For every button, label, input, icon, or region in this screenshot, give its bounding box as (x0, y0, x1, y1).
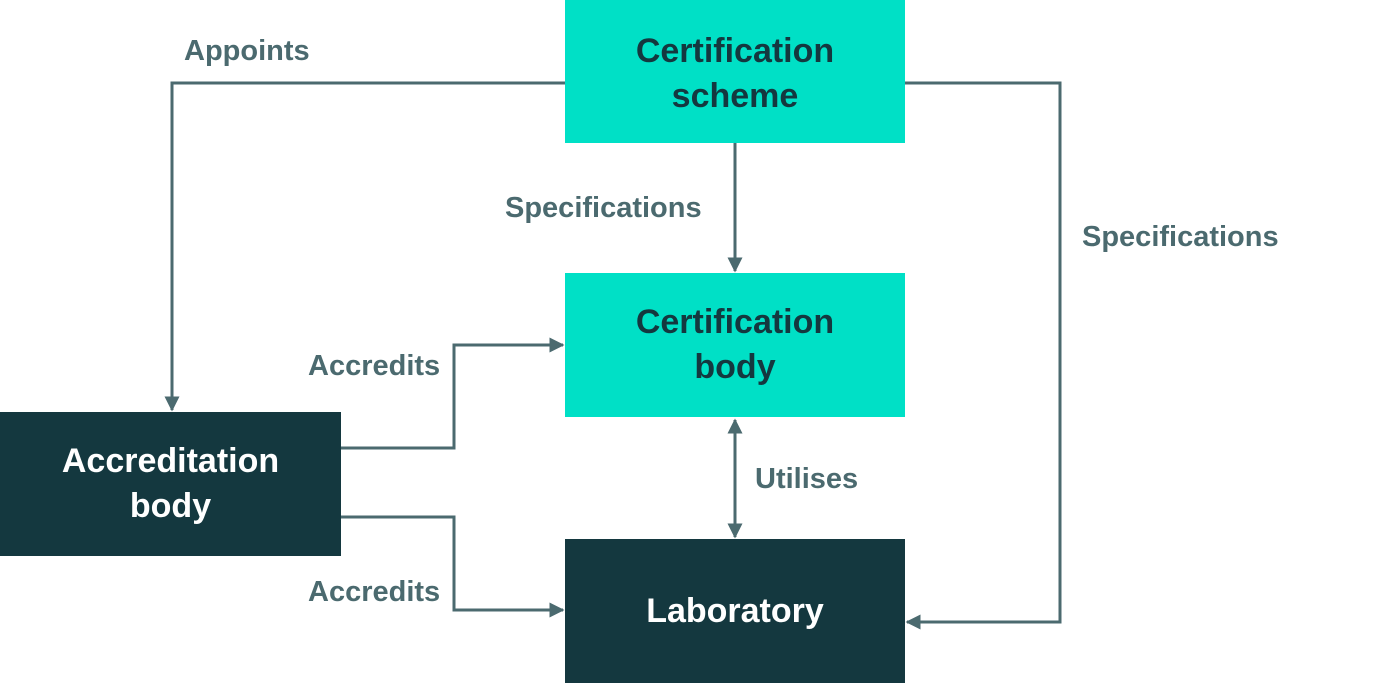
laboratory-node: Laboratory (565, 539, 905, 683)
laboratory-label: Laboratory (646, 591, 824, 630)
specifications-to-certification-body-label: Specifications (505, 192, 702, 224)
certification-scheme-line1: Certification (635, 31, 835, 70)
certification-scheme-line2: scheme (671, 76, 799, 115)
certification-body-line2: body (694, 348, 776, 386)
specifications-to-laboratory-label: Specifications (1082, 221, 1279, 253)
accreditation-body-node: Accreditation body (0, 412, 341, 556)
appoints-connector (164, 81, 565, 412)
accreditation-body-line2: body (129, 487, 212, 525)
utilises-label: Utilises (755, 463, 859, 495)
appoints-label: Appoints (184, 35, 310, 67)
certification-body-node: Certification body (565, 273, 905, 417)
accredits-certification-body-label: Accredits (308, 350, 441, 382)
certification-body-line1: Certification (635, 303, 835, 341)
specifications-to-laboratory-connector (905, 81, 1062, 630)
accreditation-body-line1: Accreditation (61, 442, 280, 480)
accredits-laboratory-connector (341, 515, 565, 618)
certification-scheme-node: Certification scheme (565, 0, 905, 143)
accredits-laboratory-label: Accredits (308, 576, 441, 608)
accredits-certification-body-connector (341, 337, 565, 450)
